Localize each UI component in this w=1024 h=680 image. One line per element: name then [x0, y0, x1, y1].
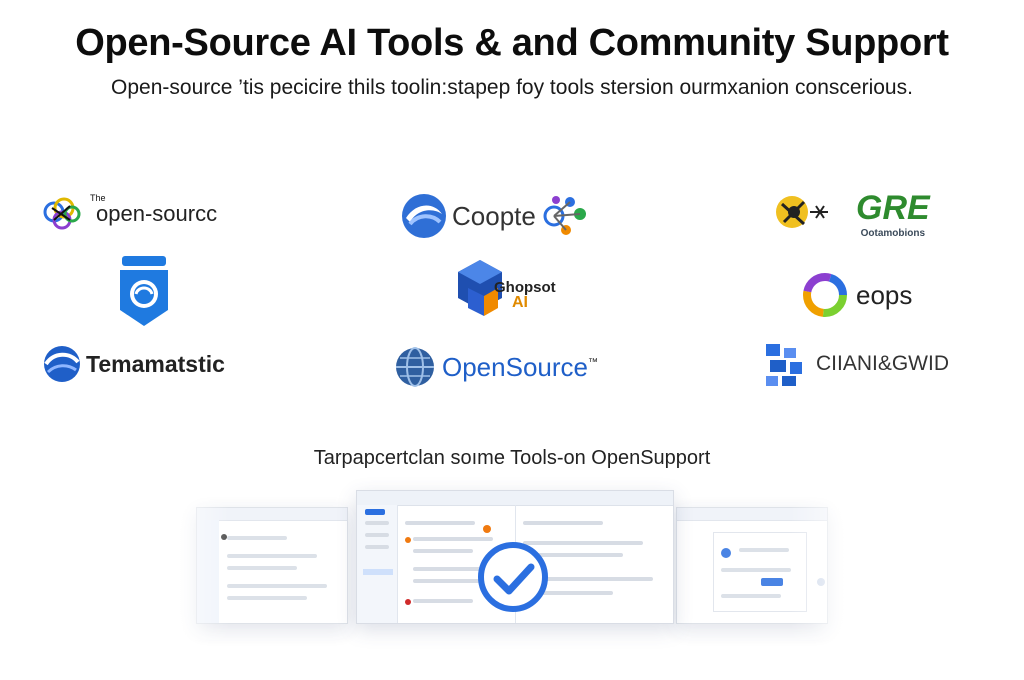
logo-label: Coopte [452, 200, 536, 231]
trademark-mark: ™ [587, 356, 598, 368]
globe-icon [396, 347, 434, 387]
logo-small-text: Ootamobions [860, 228, 926, 239]
page-subtitle: Open-source ’tis pecicire thils toolin:s… [111, 76, 913, 99]
blue-cube-icon [458, 260, 502, 316]
page-title: Open-Source AI Tools & and Community Sup… [75, 22, 949, 64]
logo-coopte: Coopte [400, 192, 592, 240]
logo-label: open-sourcc [96, 201, 218, 226]
logo-gre: GRE Ootamobions [772, 188, 930, 240]
rainbow-ring-icon [803, 273, 847, 317]
logo-temamatstic: Temamatstic [42, 344, 225, 384]
logo-small-text: The [90, 193, 106, 203]
blue-circle-swoosh-icon [44, 346, 80, 382]
blue-swoosh-icon [402, 194, 446, 238]
checkmark-badge-icon [478, 542, 548, 612]
logo-ghopsot-ai: Ghopsot AI [450, 258, 556, 324]
molecule-icon [543, 196, 586, 235]
logo-eops: eops [800, 270, 912, 320]
logo-label: OpenSource [442, 351, 588, 382]
logo-label: GRE [856, 189, 930, 227]
app-screenshot-main [356, 490, 674, 624]
logo-opensource: OpenSource ™ [394, 346, 598, 388]
logo-label: CIIANI&GWID [816, 352, 950, 375]
puzzle-grid-icon [766, 344, 802, 386]
section-label: Tarpapcertclan soıme Tools-on OpenSuppor… [313, 447, 711, 469]
bee-emblem-icon [776, 196, 828, 228]
logo-label: Ghopsot [494, 278, 556, 296]
logo-ciiani-gwid: CIIANI&GWID [762, 340, 949, 388]
logo-open-sourcc: The open-sourcc [40, 190, 217, 238]
blue-shield-chat-icon [120, 256, 168, 326]
logo-label: Temamatstic [86, 350, 225, 377]
logo-shield [116, 256, 172, 328]
colorful-rings-icon [43, 197, 81, 230]
logo-label-ai: AI [512, 293, 528, 311]
logo-label: eops [856, 279, 913, 310]
